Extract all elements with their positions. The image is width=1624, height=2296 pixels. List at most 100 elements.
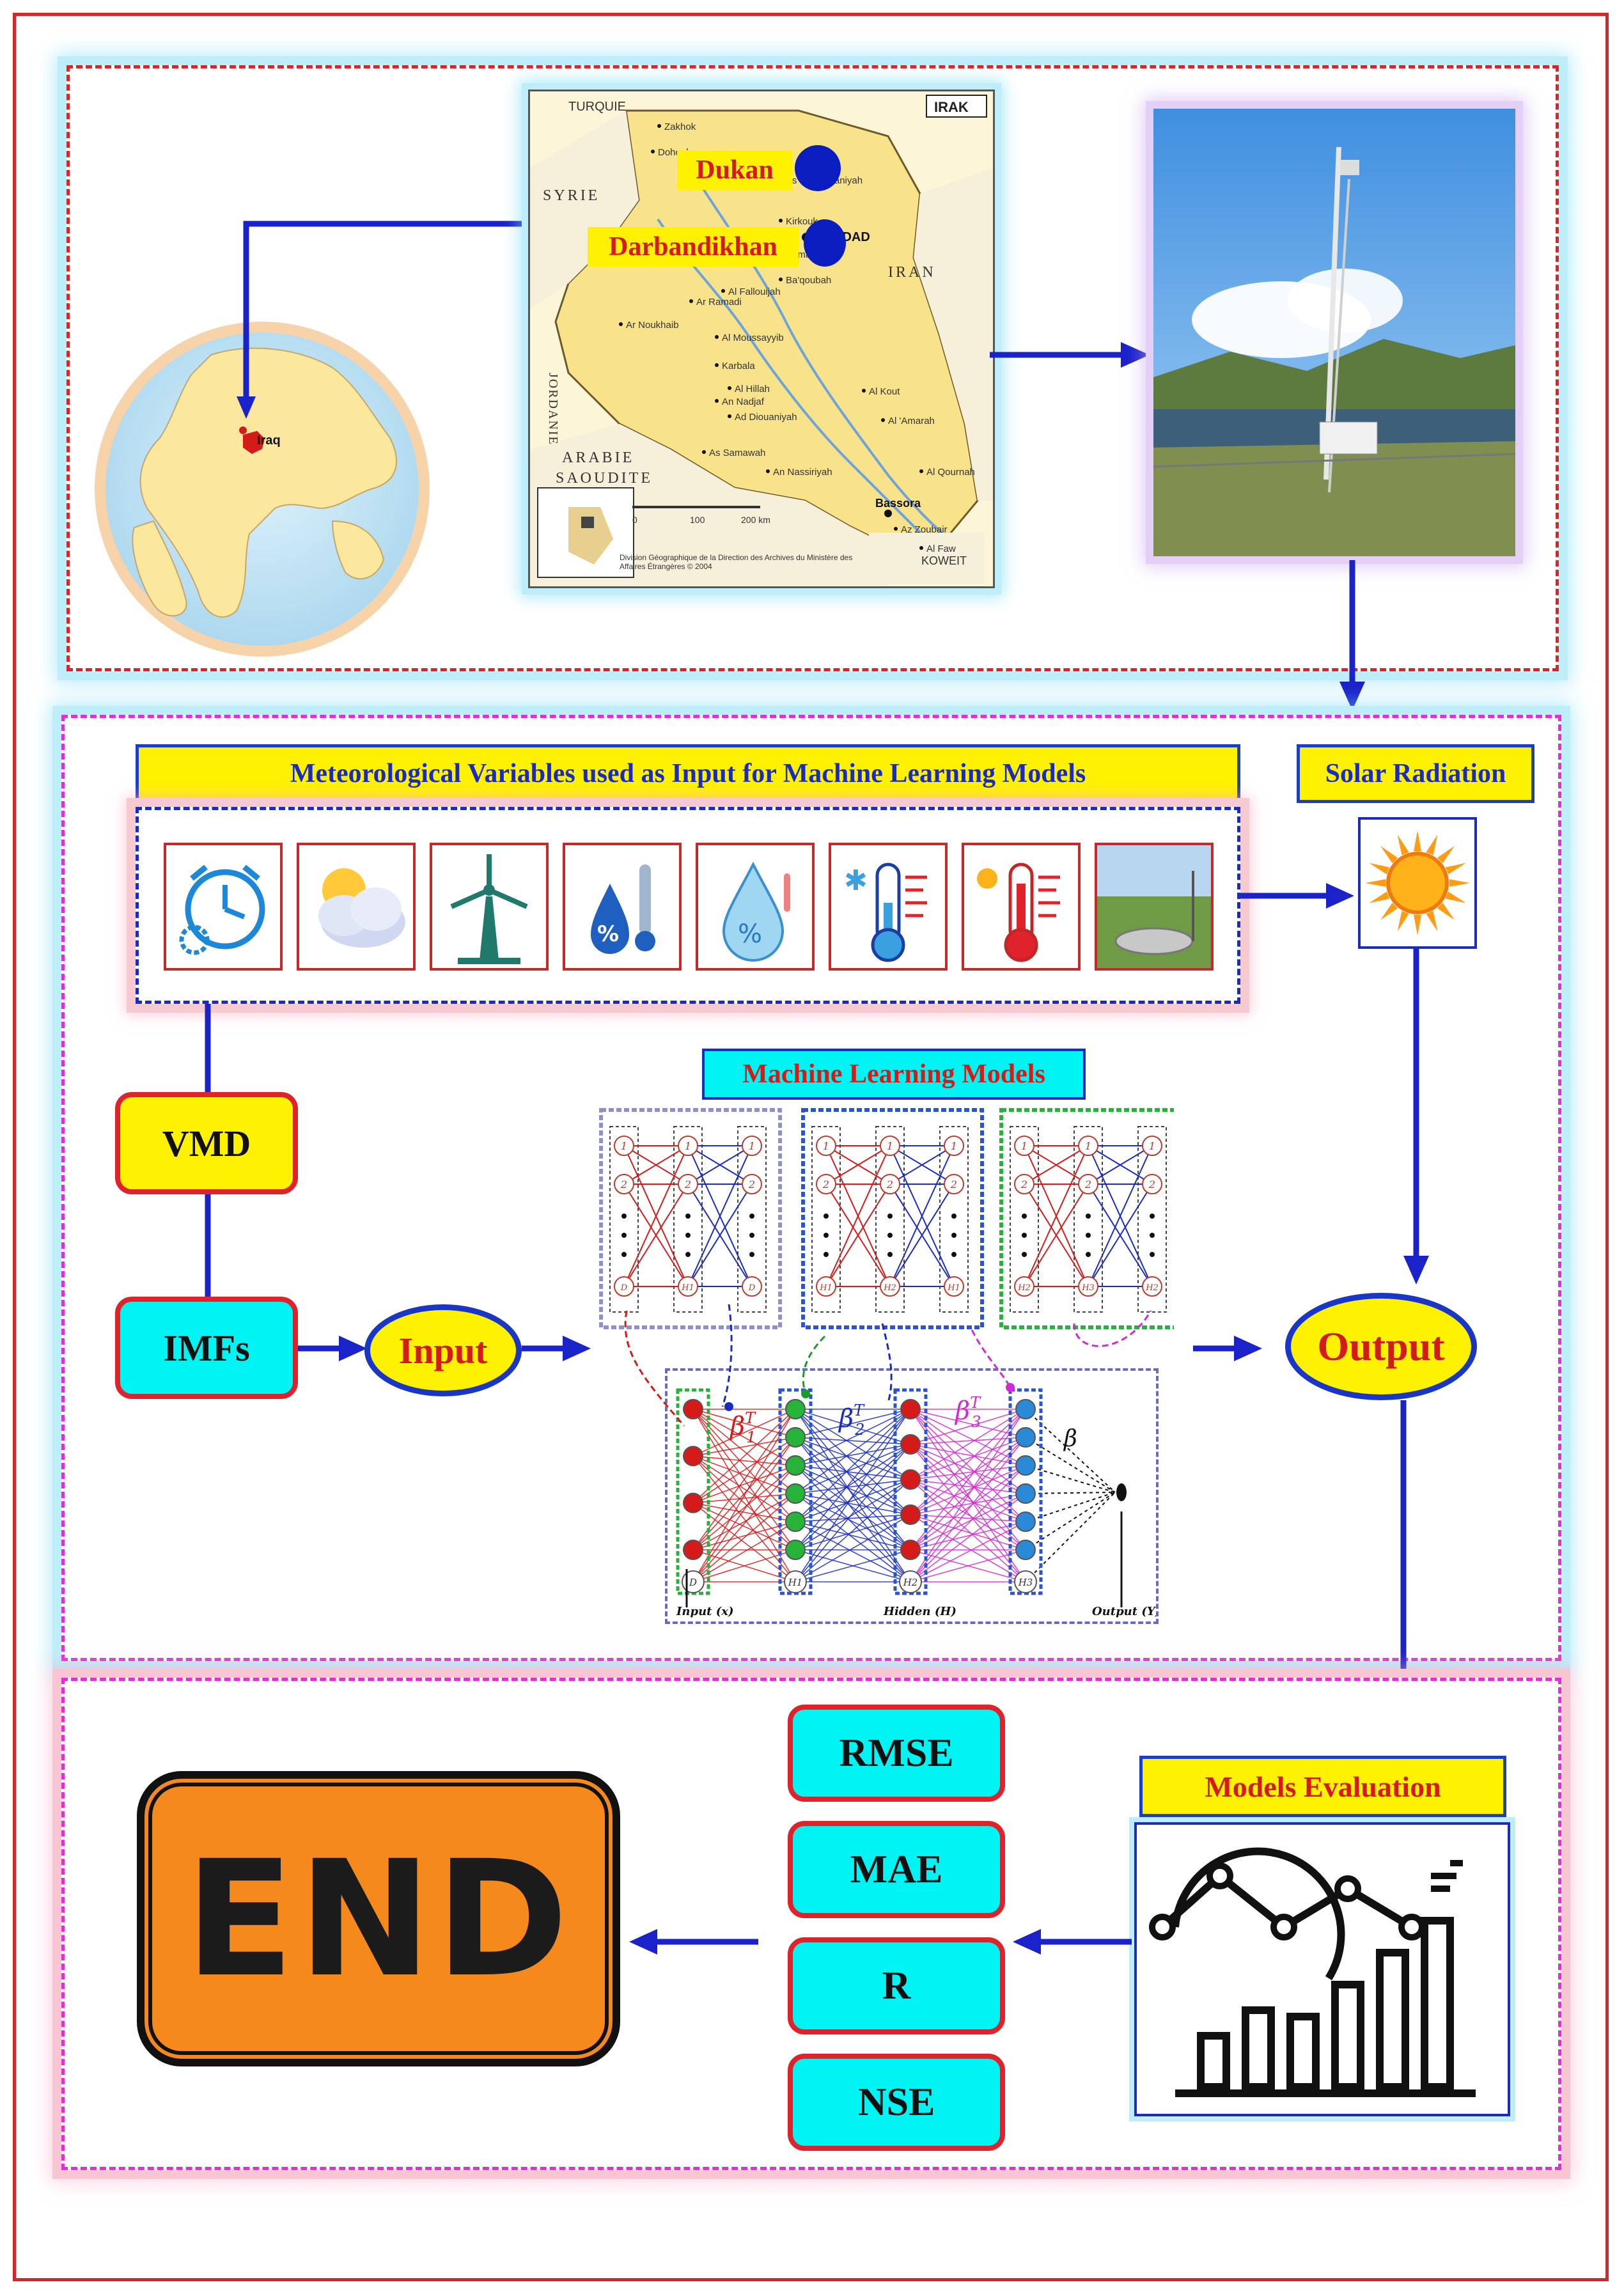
- city-dot: [766, 469, 770, 473]
- solar-to-output-arrow: [1403, 949, 1429, 1285]
- city-dot: [862, 389, 866, 393]
- sun-icon: [1365, 831, 1470, 935]
- submodel-node-label: 2: [748, 1178, 755, 1191]
- network-node-label: H2: [903, 1577, 918, 1588]
- vmd-connector: [205, 1004, 211, 1304]
- city-dot: [721, 289, 725, 293]
- network-node: [1015, 1399, 1036, 1419]
- output-ellipse: Output: [1285, 1293, 1477, 1400]
- beta-label: β: [1063, 1426, 1077, 1452]
- vmd-box: VMD: [115, 1092, 298, 1194]
- map-city-label: As Samawah: [709, 448, 765, 458]
- submodel-node-label: 1: [887, 1140, 893, 1152]
- sun-ray: [1426, 834, 1438, 855]
- max-temperature-icon: [977, 863, 1060, 962]
- map-credit: Division Géographique de la Direction de…: [620, 553, 853, 571]
- submodel-node-label: 2: [1084, 1178, 1091, 1191]
- map-label-bassora: Bassora: [875, 497, 921, 510]
- network-node-label: H1: [788, 1577, 803, 1588]
- map-city-label: Al 'Amarah: [888, 416, 935, 426]
- submodel-node-label: 2: [684, 1178, 691, 1191]
- station-to-models-arrow: [1339, 560, 1365, 710]
- metrics-to-end-arrow: [629, 1929, 758, 1955]
- solar-radiation-title: Solar Radiation: [1297, 744, 1534, 803]
- submodel-node-label: 1: [823, 1140, 829, 1152]
- map-city-label: Ar Ramadi: [696, 297, 742, 308]
- darbandikhan-marker: [804, 219, 846, 267]
- solar-radiation-box: [1358, 817, 1477, 949]
- city-dot: [779, 219, 783, 223]
- submodel-node-label: H2: [883, 1283, 896, 1293]
- sun-ray: [1414, 914, 1421, 935]
- submodel-node-label: 2: [886, 1178, 893, 1191]
- network-node: [899, 1570, 922, 1593]
- network-node: [900, 1504, 921, 1525]
- sun-ray: [1437, 902, 1455, 920]
- evaporation-pan-photo: [1097, 845, 1211, 968]
- network-node: [784, 1570, 807, 1593]
- sun-ray: [1369, 863, 1390, 875]
- input-ellipse: Input: [364, 1304, 522, 1396]
- input-variables-title: Meteorological Variables used as Input f…: [136, 744, 1240, 803]
- time-icon-box: [164, 843, 283, 971]
- hidden-h-label: Hidden (H): [883, 1605, 956, 1618]
- imfs-box: IMFs: [115, 1297, 298, 1399]
- network-node: [683, 1492, 703, 1513]
- svg-text:%: %: [597, 921, 619, 947]
- end-sign: END: [137, 1771, 620, 2066]
- outer-frame: [13, 13, 1609, 2281]
- submodel-node-label: 2: [822, 1178, 829, 1191]
- imfs-to-input-arrow: [298, 1336, 367, 1361]
- evaluation-chart-icon: [1149, 1847, 1476, 2097]
- submodel-node-label: H1: [681, 1283, 694, 1293]
- map-label-turquie: TURQUIE: [568, 100, 626, 114]
- map-to-station-arrow: [990, 342, 1150, 368]
- map-city-label: Ba'qoubah: [786, 275, 831, 286]
- end-label: END: [185, 1825, 572, 2012]
- humidity-icon-box: %: [563, 843, 682, 971]
- submodel-node-label: H2: [1145, 1283, 1159, 1293]
- submodel-node-label: 1: [685, 1140, 691, 1152]
- city-dot: [715, 363, 719, 367]
- city-dot: [715, 335, 719, 339]
- map-city-label: Al Fallouijah: [728, 286, 781, 297]
- input-x-label: Input (x): [676, 1605, 734, 1618]
- network-node: [683, 1446, 703, 1467]
- network-node: [900, 1540, 921, 1560]
- map-city-label: Ad Diouaniyah: [735, 412, 797, 423]
- models-to-output-arrow: [1193, 1336, 1262, 1361]
- city-dot: [657, 124, 661, 128]
- map-scale-200: 200 km: [741, 515, 770, 525]
- metric-mae: MAE: [788, 1821, 1005, 1918]
- ml-models-title: Machine Learning Models: [702, 1049, 1086, 1100]
- network-node: [900, 1434, 921, 1455]
- submodel-node-label: 1: [951, 1140, 957, 1152]
- sun-ray: [1426, 910, 1438, 932]
- map-city-label: Kirkouk: [786, 216, 818, 227]
- city-dot: [702, 450, 706, 454]
- sun-ray: [1437, 846, 1455, 864]
- sun-ray: [1380, 846, 1398, 864]
- network-node: [785, 1427, 806, 1448]
- darbandikhan-label: Darbandikhan: [588, 227, 799, 267]
- output-y-label: Output (Y): [1092, 1605, 1156, 1618]
- city-dot: [919, 469, 923, 473]
- submodel-node-label: H3: [1081, 1283, 1095, 1293]
- evaluation-to-metrics-arrow: [1013, 1929, 1132, 1955]
- metric-nse: NSE: [788, 2054, 1005, 2151]
- network-node: [1015, 1455, 1036, 1476]
- map-label-syrie: SYRIE: [543, 187, 600, 204]
- map-to-globe-arrow: [237, 221, 537, 419]
- sun-ray: [1449, 879, 1470, 887]
- inputs-to-solar-arrow: [1240, 883, 1354, 909]
- submodel-node-label: H1: [819, 1283, 832, 1293]
- sun-ray: [1414, 831, 1421, 852]
- map-label-arabie: ARABIE: [562, 449, 634, 466]
